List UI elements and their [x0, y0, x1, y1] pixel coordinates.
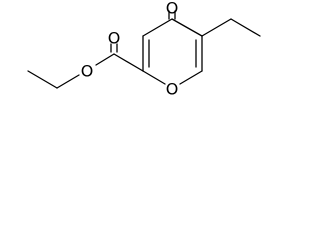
bond-c2-carbonyl	[113, 53, 144, 72]
bond-ch2-ch3-ester	[27, 70, 58, 89]
bond-oester-ch2	[56, 74, 80, 89]
bond-ch2-ch3	[230, 18, 261, 37]
ester-group	[27, 43, 144, 89]
chemical-structure: O O O O	[27, 0, 261, 99]
bond-c3-c4	[142, 18, 173, 37]
ester-carbonyl-oxygen-label: O	[108, 29, 121, 48]
ring-oxygen-label: O	[166, 80, 179, 99]
bond-carbonyl-oester	[95, 53, 115, 66]
ester-oxygen-label: O	[81, 62, 94, 81]
ketone-group	[168, 10, 176, 20]
pyranone-ring	[142, 18, 203, 85]
bond-c5-ch2	[201, 18, 232, 37]
bond-o1-c2	[142, 70, 166, 85]
bond-c4-c5	[171, 18, 203, 37]
ketone-oxygen-label: O	[166, 0, 179, 18]
ethyl-substituent	[201, 18, 261, 37]
bond-c6-o1	[179, 70, 203, 85]
